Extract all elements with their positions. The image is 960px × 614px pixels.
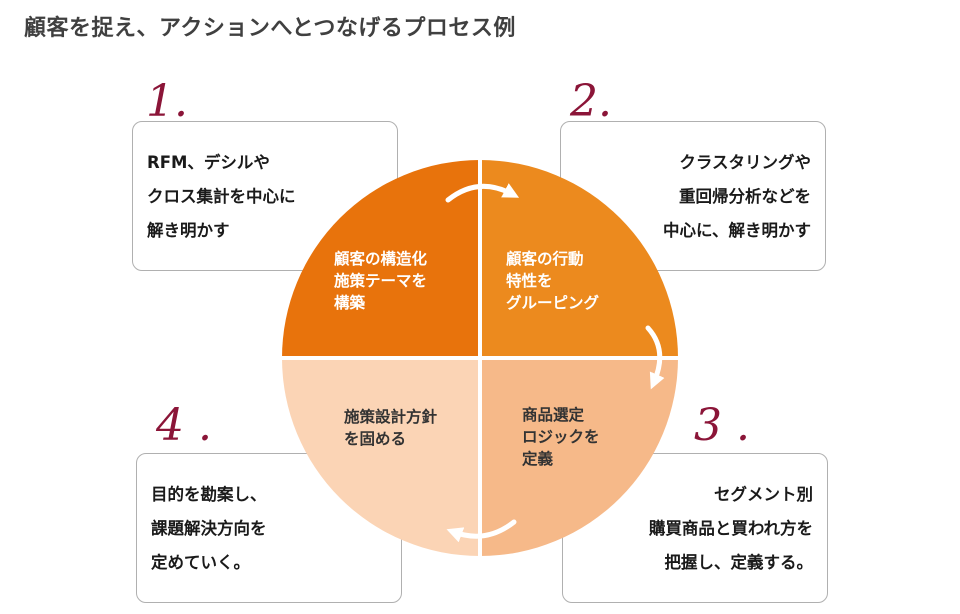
cycle-arrow-icon xyxy=(645,325,665,390)
step-1-description-line: 解き明かす xyxy=(147,221,230,240)
step-number-1: 1. xyxy=(146,76,188,127)
quadrant-4-label-line: を固める xyxy=(344,430,407,448)
step-2-description-line: クラスタリングや xyxy=(679,153,811,172)
page-title: 顧客を捉え、アクションへとつなげるプロセス例 xyxy=(24,16,516,41)
quadrant-1-label-line: 構築 xyxy=(334,294,366,312)
step-3-description-line: セグメント別 xyxy=(714,485,813,504)
step-3-description-line: 把握し、定義する。 xyxy=(664,553,814,572)
quadrant-3-label-line: 定義 xyxy=(522,450,554,468)
cycle-arrow-icon xyxy=(445,183,520,203)
quadrant-2 xyxy=(480,160,678,358)
step-number-3: 3 . xyxy=(694,400,750,451)
step-2-description-line: 重回帰分析などを xyxy=(679,187,811,206)
step-number-2: 2. xyxy=(570,76,612,127)
quadrant-1-label-line: 顧客の構造化 xyxy=(334,250,428,268)
quadrant-3-label-line: 商品選定 xyxy=(522,406,585,424)
cycle-arrow-icon xyxy=(446,519,517,543)
quadrant-2-label-line: 顧客の行動 xyxy=(506,250,584,268)
quadrant-3-label-line: ロジックを xyxy=(522,428,600,446)
step-3-description-line: 購買商品と買われ方を xyxy=(648,519,813,538)
quadrant-1-label: 顧客の構造化 施策テーマを 構築 xyxy=(334,248,427,314)
step-number-4: 4 . xyxy=(156,400,212,451)
quadrant-1-label-line: 施策テーマを xyxy=(334,272,428,290)
step-1-description-line: RFM、デシルや xyxy=(147,153,270,172)
quadrant-2-label: 顧客の行動 特性を グルーピング xyxy=(506,248,599,314)
step-4-description-line: 定めていく。 xyxy=(151,553,250,572)
quadrant-3 xyxy=(480,358,678,556)
step-4-description-line: 課題解決方向を xyxy=(151,519,267,538)
step-1-description-line: クロス集計を中心に xyxy=(147,187,296,206)
quadrant-2-label-line: グルーピング xyxy=(506,294,600,312)
quadrant-4-label: 施策設計方針 を固める xyxy=(344,406,437,450)
step-2-description-line: 中心に、解き明かす xyxy=(662,221,811,240)
quadrant-1 xyxy=(282,160,480,358)
quadrant-2-label-line: 特性を xyxy=(506,272,553,290)
quadrant-4 xyxy=(282,358,480,556)
step-4-description-line: 目的を勘案し、 xyxy=(151,485,267,504)
quadrant-3-label: 商品選定 ロジックを 定義 xyxy=(522,404,600,470)
quadrant-4-label-line: 施策設計方針 xyxy=(344,408,438,426)
